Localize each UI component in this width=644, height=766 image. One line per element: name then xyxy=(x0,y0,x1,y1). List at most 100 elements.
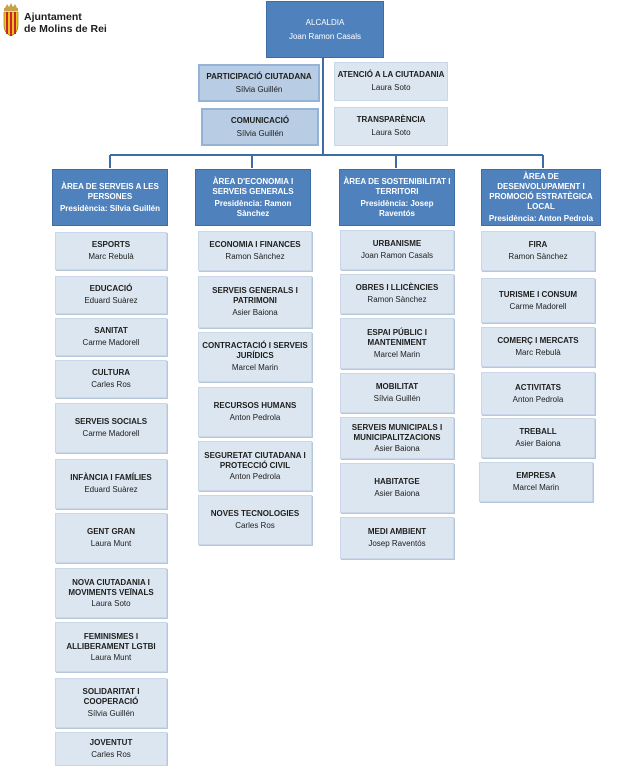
unit-person: Anton Pedrola xyxy=(229,413,281,422)
unit-person: Laura Soto xyxy=(91,598,131,608)
area-title: ÀREA DE DESENVOLUPAMENT I PROMOCIÓ ESTRA… xyxy=(489,171,593,211)
unit-box: SERVEIS SOCIALS Carme Madorell xyxy=(55,403,167,453)
area-header-persones: ÀREA DE SERVEIS A LES PERSONES Presidènc… xyxy=(52,169,168,226)
unit-title: SEGURETAT CIUTADANA I PROTECCIÓ CIVIL xyxy=(204,450,306,470)
unit-title: ECONOMIA I FINANCES xyxy=(209,240,301,249)
unit-box: NOVA CIUTADANIA i MOVIMENTS VEÏNALSLaura… xyxy=(55,568,167,618)
staff-box-comunicacio: COMUNICACIÓ Sílvia Guillén xyxy=(201,108,319,146)
unit-person: Carme Madorell xyxy=(509,301,567,311)
unit-title: SANITAT xyxy=(94,326,128,335)
staff-box-atencio: ATENCIÓ A LA CIUTADANIA Laura Soto xyxy=(334,62,448,101)
unit-box: EDUCACIÓ Eduard Suàrez xyxy=(55,276,167,314)
unit-person: Anton Pedrola xyxy=(512,394,564,404)
unit-title: INFÀNCIA I FAMÍLIES xyxy=(70,473,152,482)
unit-person: Eduard Suàrez xyxy=(84,485,138,494)
area-title: ÀREA D'ECONOMIA I SERVEIS GENERALS xyxy=(212,176,294,196)
unit-title: ACTIVITATS xyxy=(515,382,561,392)
unit-person: Asier Baiona xyxy=(374,443,420,453)
area-title: ÀREA DE SERVEIS A LES PERSONES xyxy=(61,181,159,201)
unit-title: GENT GRAN xyxy=(87,527,135,536)
unit-title: SERVEIS SOCIALS xyxy=(74,417,148,426)
unit-title: COMERÇ I MERCATS xyxy=(497,336,579,345)
unit-title: URBANISME xyxy=(372,239,422,248)
unit-box: FIRA Ramon Sànchez xyxy=(481,231,595,271)
unit-person: Marcel Marin xyxy=(512,483,560,492)
area-title: ÀREA DE SOSTENIBILITAT I TERRITORI xyxy=(343,176,451,196)
staff-person: Laura Soto xyxy=(371,83,411,92)
unit-person: Marcel Marin xyxy=(231,363,279,372)
unit-box: TURISME I CONSUM Carme Madorell xyxy=(481,278,595,323)
unit-title: TURISME I CONSUM xyxy=(498,289,578,299)
unit-title: EDUCACIÓ xyxy=(89,284,133,293)
unit-person: Laura Munt xyxy=(90,652,132,662)
unit-title: MOBILITAT xyxy=(375,382,419,391)
staff-title: PARTICIPACIÓ CIUTADANA xyxy=(206,71,312,81)
unit-person: Asier Baiona xyxy=(374,489,420,498)
area-header-economia: ÀREA D'ECONOMIA I SERVEIS GENERALS Presi… xyxy=(195,169,311,226)
unit-title: SERVEIS MUNICIPALS i MUNICIPALITZACIONS xyxy=(351,422,443,442)
staff-person: Laura Soto xyxy=(371,128,411,137)
unit-person: Anton Pedrola xyxy=(229,471,281,481)
municipal-logo: Ajuntament de Molins de Rei xyxy=(2,3,142,39)
unit-title: MEDI AMBIENT xyxy=(367,527,427,536)
unit-person: Ramon Sànchez xyxy=(225,252,285,261)
unit-box: NOVES TECNOLOGIES Carles Ros xyxy=(198,495,312,545)
unit-box: MOBILITAT Sílvia Guillén xyxy=(340,373,454,413)
unit-person: Asier Baiona xyxy=(515,439,561,448)
staff-box-transparencia: TRANSPARÈNCIA Laura Soto xyxy=(334,107,448,146)
unit-title: HABITATGE xyxy=(374,477,420,486)
area-header-desenvolupament: ÀREA DE DESENVOLUPAMENT I PROMOCIÓ ESTRA… xyxy=(481,169,601,226)
unit-person: Sílvia Guillén xyxy=(87,709,135,718)
unit-title: SERVEIS GENERALS i PATRIMONI xyxy=(212,286,298,305)
unit-box: COMERÇ I MERCATS Marc Rebulà xyxy=(481,327,595,367)
unit-person: Ramon Sànchez xyxy=(367,295,427,304)
unit-person: Ramon Sànchez xyxy=(508,252,568,261)
area-presidency: Presidència: Ramon Sànchez xyxy=(214,198,292,218)
unit-box: ECONOMIA I FINANCES Ramon Sànchez xyxy=(198,231,312,271)
unit-person: Joan Ramon Casals xyxy=(360,251,434,260)
unit-box: SANITAT Carme Madorell xyxy=(55,318,167,356)
unit-person: Marc Rebulà xyxy=(88,252,134,261)
unit-person: Carme Madorell xyxy=(82,338,140,347)
unit-box: ESPAI PÚBLIC I MANTENIMENT Marcel Marin xyxy=(340,318,454,369)
staff-title: ATENCIÓ A LA CIUTADANIA xyxy=(337,70,445,79)
area-presidency: Presidència: Sílvia Guillén xyxy=(59,203,161,213)
unit-box: HABITATGE Asier Baiona xyxy=(340,463,454,513)
unit-title: EMPRESA xyxy=(516,471,556,480)
area-header-sostenibilitat: ÀREA DE SOSTENIBILITAT I TERRITORI Presi… xyxy=(339,169,455,226)
unit-title: CONTRACTACIÓ I SERVEIS JURÍDICS xyxy=(202,341,308,360)
unit-title: ESPAI PÚBLIC I MANTENIMENT xyxy=(367,327,427,347)
unit-person: Eduard Suàrez xyxy=(84,296,138,305)
unit-box: EMPRESA Marcel Marin xyxy=(479,462,593,502)
unit-title: FIRA xyxy=(528,240,548,249)
area-presidency: Presidència: Anton Pedrola xyxy=(488,213,594,223)
alcaldia-box: ALCALDIA Joan Ramon Casals xyxy=(266,1,384,58)
unit-person: Carles Ros xyxy=(235,521,275,530)
unit-person: Laura Munt xyxy=(90,539,132,548)
unit-person: Sílvia Guillén xyxy=(373,394,421,403)
unit-box: URBANISME Joan Ramon Casals xyxy=(340,230,454,270)
staff-person: Sílvia Guillén xyxy=(236,128,284,138)
unit-title: CULTURA xyxy=(91,368,131,377)
unit-box: GENT GRAN Laura Munt xyxy=(55,513,167,563)
unit-title: NOVES TECNOLOGIES xyxy=(210,509,300,518)
unit-person: Carme Madorell xyxy=(82,429,140,438)
alcaldia-title: ALCALDIA xyxy=(305,17,345,27)
logo-line-1: Ajuntament xyxy=(24,11,82,23)
unit-person: Marc Rebulà xyxy=(515,348,561,357)
unit-person: Marcel Marin xyxy=(373,349,421,359)
unit-box: INFÀNCIA I FAMÍLIES Eduard Suàrez xyxy=(55,459,167,509)
unit-person: Carles Ros xyxy=(91,750,131,759)
coat-of-arms-icon xyxy=(3,3,19,37)
staff-box-participacio: PARTICIPACIÓ CIUTADANA Sílvia Guillén xyxy=(198,64,320,102)
